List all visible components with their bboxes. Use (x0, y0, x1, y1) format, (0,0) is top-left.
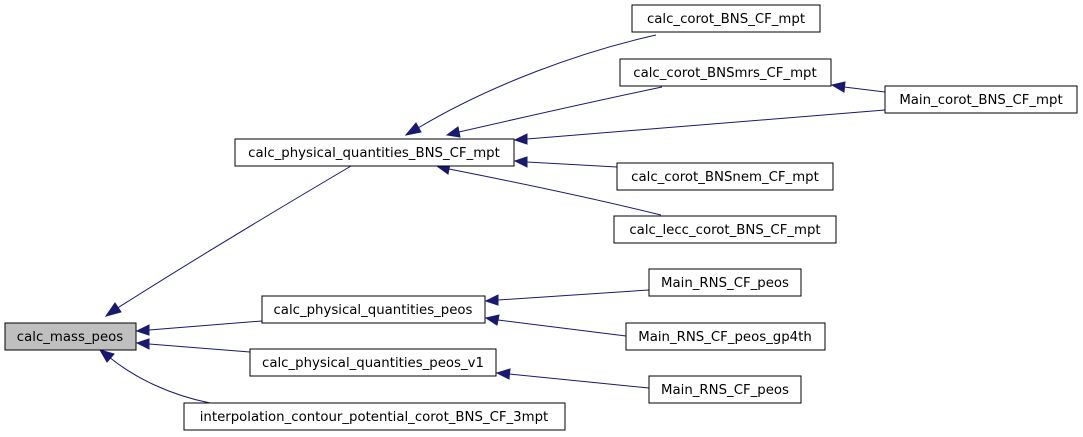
node-label: calc_corot_BNSmrs_CF_mpt (633, 66, 816, 81)
edge-main-corot-to-qBNS (513, 109, 886, 145)
node-calc-mass-peos[interactable]: calc_mass_peos (4, 322, 137, 351)
edge-corot-to-qBNS (404, 34, 657, 136)
node-calc-corot-bns-cf-mpt[interactable]: calc_corot_BNS_CF_mpt (631, 4, 821, 33)
node-calc-physical-quantities-bns-cf-mpt[interactable]: calc_physical_quantities_BNS_CF_mpt (234, 138, 515, 167)
node-label: calc_physical_quantities_BNS_CF_mpt (248, 146, 500, 161)
node-label: Main_RNS_CF_peos (661, 383, 789, 398)
edge-gp4th-to-qpeos (484, 314, 627, 337)
node-calc-corot-bnsmrs-cf-mpt[interactable]: calc_corot_BNSmrs_CF_mpt (619, 58, 832, 87)
node-calc-corot-bnsnem-cf-mpt[interactable]: calc_corot_BNSnem_CF_mpt (616, 162, 834, 191)
node-main-rns-cf-peos-gp4th[interactable]: Main_RNS_CF_peos_gp4th (625, 322, 826, 351)
edge-qpeosv1-to-mass (135, 338, 251, 353)
node-calc-physical-quantities-peos-v1[interactable]: calc_physical_quantities_peos_v1 (249, 348, 497, 377)
node-calc-lecc-corot-bns-cf-mpt[interactable]: calc_lecc_corot_BNS_CF_mpt (613, 215, 837, 244)
node-label: calc_mass_peos (17, 330, 123, 345)
node-calc-physical-quantities-peos[interactable]: calc_physical_quantities_peos (261, 295, 486, 324)
edge-main-rns2-to-qpeosv1 (495, 368, 650, 389)
node-label: calc_corot_BNS_CF_mpt (647, 12, 805, 27)
node-label: Main_RNS_CF_peos (661, 276, 789, 291)
node-label: calc_corot_BNSnem_CF_mpt (631, 170, 819, 185)
edge-nem-to-qBNS (513, 156, 618, 168)
node-label: calc_lecc_corot_BNS_CF_mpt (629, 223, 820, 238)
edge-interp-to-mass (98, 349, 211, 404)
node-main-corot-bns-cf-mpt[interactable]: Main_corot_BNS_CF_mpt (884, 85, 1078, 114)
edge-qpeos-to-mass (135, 320, 263, 336)
edge-mrs-to-qBNS (445, 86, 663, 138)
node-label: Main_RNS_CF_peos_gp4th (638, 330, 812, 345)
node-label: calc_physical_quantities_peos_v1 (262, 356, 484, 371)
edge-main-corot-to-mrs (830, 81, 886, 93)
node-interpolation-contour-potential[interactable]: interpolation_contour_potential_corot_BN… (183, 402, 566, 431)
node-label: interpolation_contour_potential_corot_BN… (200, 410, 549, 425)
node-label: calc_physical_quantities_peos (274, 303, 473, 318)
node-main-rns-cf-peos[interactable]: Main_RNS_CF_peos (648, 268, 802, 297)
edge-qBNS-to-mass (104, 165, 352, 317)
node-main-rns-cf-peos-2[interactable]: Main_RNS_CF_peos (648, 375, 802, 404)
edge-main-rns-to-qpeos (484, 289, 650, 306)
node-label: Main_corot_BNS_CF_mpt (899, 93, 1062, 108)
